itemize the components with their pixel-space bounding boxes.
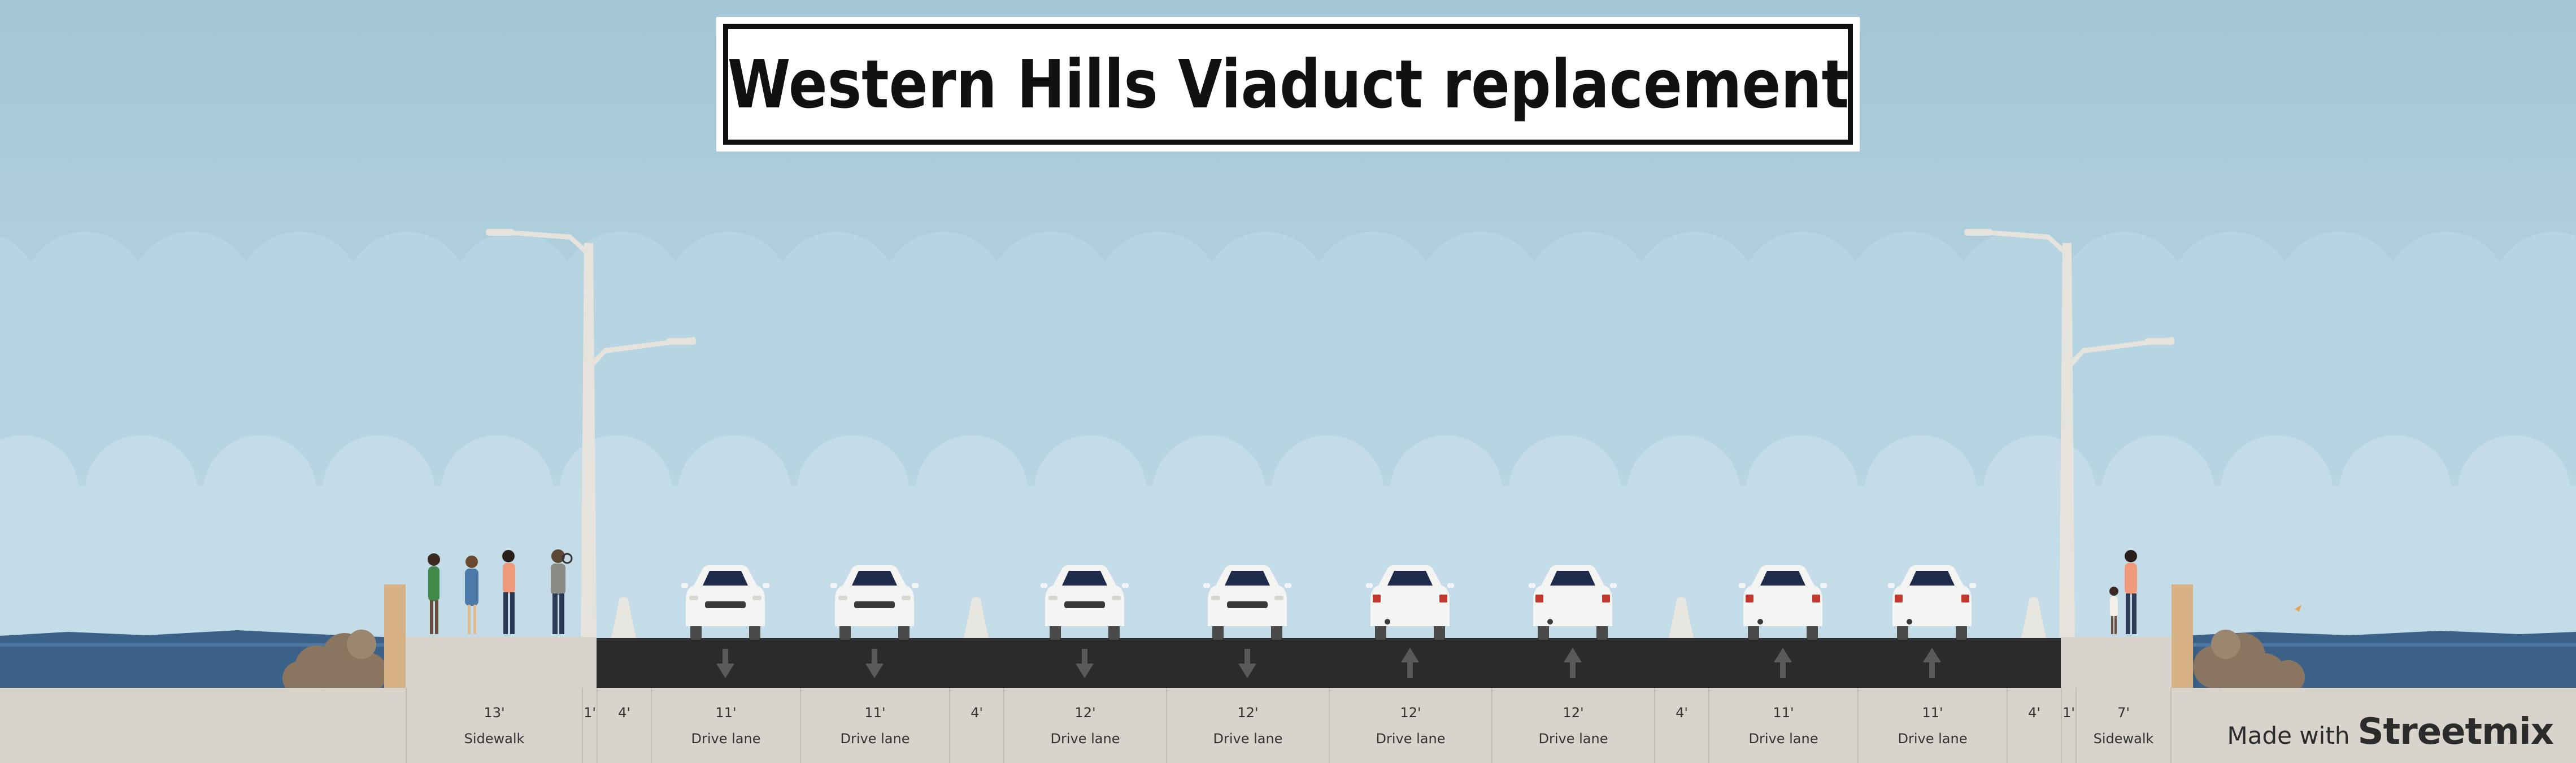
segment-width: 4' [618, 705, 630, 721]
segment-name: Drive lane [840, 731, 910, 747]
car [1041, 565, 1129, 640]
segment-name: Drive lane [1376, 731, 1446, 747]
segment-width: 1' [584, 705, 596, 721]
pedestrian [551, 549, 573, 634]
lane-direction-arrow [1076, 649, 1094, 678]
car [830, 565, 919, 640]
lane-direction-arrow [1923, 648, 1941, 678]
lane-direction-arrow [1564, 648, 1582, 678]
car [1739, 565, 1827, 640]
segment-width: 11' [1773, 705, 1794, 721]
rocks-left [282, 630, 388, 697]
segment-label[interactable]: 12' Drive lane [1003, 688, 1166, 763]
segment-label[interactable]: 4' [2007, 688, 2061, 763]
segment-width: 13' [484, 705, 505, 721]
car [1529, 565, 1617, 640]
lane-direction-arrow [1238, 649, 1256, 678]
segment-name: Drive lane [1538, 731, 1608, 747]
segment-label[interactable]: 4' [949, 688, 1003, 763]
jersey-barrier [1669, 597, 1694, 638]
water-left-highlight [0, 643, 395, 647]
segment-label-strip [0, 688, 2576, 763]
segment-name: Drive lane [1748, 731, 1818, 747]
lane-direction-arrow [1401, 648, 1419, 678]
segment-name: Sidewalk [464, 731, 525, 747]
water-right-highlight [2181, 643, 2576, 647]
segment-label[interactable]: 12' Drive lane [1491, 688, 1654, 763]
jersey-barrier [2021, 597, 2046, 638]
segment-width: 7' [2117, 705, 2130, 721]
roadway [597, 638, 2061, 688]
streetmix-watermark[interactable]: Made with Streetmix [2227, 711, 2554, 753]
segment-label[interactable]: 12' Drive lane [1329, 688, 1491, 763]
segment-width: 11' [1922, 705, 1943, 721]
segment-width: 12' [1563, 705, 1584, 721]
street-title-frame: Western Hills Viaduct replacement [723, 24, 1853, 145]
segment-width: 11' [715, 705, 737, 721]
lane-arrows-layer [716, 648, 1941, 678]
segment-width: 11' [864, 705, 886, 721]
segment-name: Drive lane [1050, 731, 1120, 747]
segment-width: 12' [1237, 705, 1259, 721]
segment-label[interactable]: 11' Drive lane [651, 688, 800, 763]
segment-label[interactable]: 7' Sidewalk [2075, 688, 2172, 763]
sidewalk-left [406, 637, 597, 688]
segment-label[interactable]: 11' Drive lane [1857, 688, 2007, 763]
lane-direction-arrow [1774, 648, 1792, 678]
pedestrian [2125, 550, 2137, 634]
street-light-right [1964, 229, 2174, 637]
barrier-wall-right [2172, 584, 2193, 688]
segment-width: 12' [1400, 705, 1421, 721]
segment-label[interactable]: 13' Sidewalk [406, 688, 582, 763]
pedestrian [465, 556, 478, 634]
street-title: Western Hills Viaduct replacement [727, 45, 1849, 123]
segment-width: 1' [2062, 705, 2075, 721]
segment-label[interactable]: 4' [1654, 688, 1708, 763]
segment-name: Drive lane [1213, 731, 1283, 747]
car [1366, 565, 1454, 640]
barrier-wall-left [384, 584, 406, 688]
segment-width: 12' [1074, 705, 1096, 721]
street-light-left [486, 229, 696, 637]
bird [2295, 605, 2301, 612]
jersey-barrier [964, 597, 989, 638]
segment-label[interactable]: 11' Drive lane [800, 688, 949, 763]
jersey-barrier [611, 597, 636, 638]
segment-label[interactable]: 1' [2061, 688, 2075, 763]
segment-width: 4' [1676, 705, 1688, 721]
car [1203, 565, 1291, 640]
street-title-sign[interactable]: Western Hills Viaduct replacement [716, 17, 1860, 151]
segment-width: 4' [2028, 705, 2040, 721]
watermark-brand: Streetmix [2357, 711, 2554, 753]
segment-name: Sidewalk [2093, 731, 2154, 747]
dividers-layer [611, 597, 2046, 638]
segment-label[interactable]: 12' Drive lane [1166, 688, 1329, 763]
car [1888, 565, 1976, 640]
pedestrian [502, 550, 515, 634]
watermark-prefix: Made with [2227, 722, 2350, 749]
segment-name: Drive lane [691, 731, 761, 747]
sidewalk-right [2061, 637, 2172, 688]
pedestrian [428, 553, 440, 634]
segment-label[interactable]: 1' [582, 688, 597, 763]
pedestrian [2109, 587, 2118, 634]
car [681, 565, 769, 640]
lane-direction-arrow [865, 649, 884, 678]
lane-direction-arrow [716, 649, 734, 678]
segment-width: 4' [971, 705, 983, 721]
cars-layer [681, 565, 1976, 640]
segment-label[interactable]: 11' Drive lane [1708, 688, 1857, 763]
segment-label[interactable]: 4' [597, 688, 651, 763]
segment-name: Drive lane [1898, 731, 1968, 747]
